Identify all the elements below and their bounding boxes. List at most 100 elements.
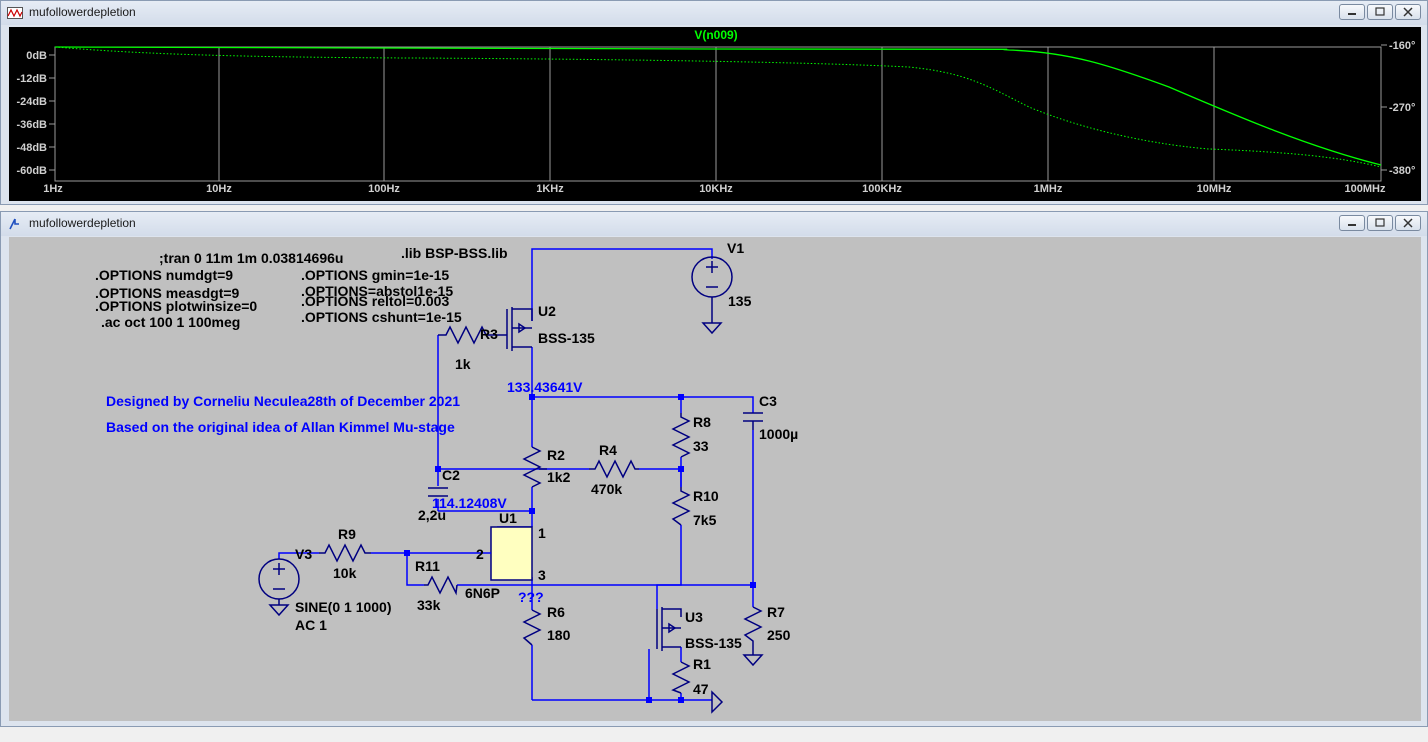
magnitude-trace[interactable] — [54, 46, 1382, 166]
component-name[interactable]: R8 — [693, 414, 711, 430]
close-button[interactable] — [1395, 4, 1421, 20]
component-value[interactable]: BSS-135 — [685, 635, 742, 651]
phase-trace[interactable] — [54, 46, 1382, 168]
output-port-arrow[interactable] — [711, 690, 724, 714]
node-voltage-label[interactable]: 133.43641V — [507, 379, 583, 395]
component-value[interactable]: 2,2u — [418, 507, 446, 523]
component-value[interactable]: 180 — [547, 627, 571, 643]
y-tick-label: -48dB — [16, 142, 47, 154]
component-value[interactable]: 250 — [767, 627, 791, 643]
spice-directive[interactable]: .OPTIONS reltol=0.003 — [301, 293, 449, 309]
component-value[interactable]: 1000µ — [759, 426, 798, 442]
node-voltage-label[interactable]: ??? — [518, 589, 544, 605]
component-value[interactable]: 33 — [693, 438, 709, 454]
resistor-r10[interactable] — [671, 487, 691, 526]
spice-directive[interactable]: .lib BSP-BSS.lib — [401, 245, 508, 261]
plot-titlebar[interactable]: mufollowerdepletion — [1, 1, 1427, 25]
capacitor-c2[interactable] — [428, 487, 448, 497]
spice-directive[interactable]: .OPTIONS gmin=1e-15 — [301, 267, 449, 283]
component-value[interactable]: 10k — [333, 565, 357, 581]
spice-directive[interactable]: .OPTIONS plotwinsize=0 — [95, 298, 257, 314]
component-value[interactable]: BSS-135 — [538, 330, 595, 346]
spice-directive[interactable]: .OPTIONS numdgt=9 — [95, 267, 233, 283]
mosfet-u2[interactable] — [503, 307, 533, 351]
y-tick-label: 0dB — [26, 50, 47, 62]
minimize-button[interactable] — [1339, 4, 1365, 20]
spice-directive[interactable]: ;tran 0 11m 1m 0.03814696u — [159, 250, 343, 266]
bode-plot-area[interactable]: V(n009) 0dB -12dB -24dB -36dB -48dB -60d… — [9, 27, 1421, 201]
component-name[interactable]: R10 — [693, 488, 719, 504]
resistor-r8[interactable] — [671, 413, 691, 458]
component-name[interactable]: R2 — [547, 447, 565, 463]
component-name[interactable]: R7 — [767, 604, 785, 620]
designer-comment[interactable]: Designed by Corneliu Neculea28th of Dece… — [106, 393, 460, 409]
resistor-r11[interactable] — [424, 575, 458, 596]
component-name[interactable]: R4 — [599, 442, 617, 458]
component-value[interactable]: 1k2 — [547, 469, 571, 485]
component-name[interactable]: R6 — [547, 604, 565, 620]
origin-comment[interactable]: Based on the original idea of Allan Kimm… — [106, 419, 455, 435]
component-value[interactable]: 7k5 — [693, 512, 717, 528]
component-name[interactable]: V3 — [295, 546, 312, 562]
component-value[interactable]: 135 — [728, 293, 752, 309]
restore-icon — [1375, 7, 1385, 16]
x-tick-label: 10KHz — [699, 183, 733, 195]
spice-directive[interactable]: .OPTIONS cshunt=1e-15 — [301, 309, 462, 325]
resistor-r3[interactable] — [438, 325, 503, 345]
component-name[interactable]: U2 — [538, 303, 556, 319]
component-name[interactable]: U3 — [685, 609, 703, 625]
component-name[interactable]: R3 — [480, 326, 498, 342]
resistor-r7[interactable] — [742, 606, 764, 667]
waveform-app-icon — [7, 7, 23, 19]
triode-pin-label: 2 — [476, 546, 484, 562]
component-value[interactable]: 33k — [417, 597, 441, 613]
schematic-canvas[interactable]: ;tran 0 11m 1m 0.03814696u .OPTIONS numd… — [9, 237, 1421, 721]
phase-tick-label: -160° — [1389, 40, 1415, 52]
resistor-r9[interactable] — [319, 543, 371, 563]
component-value[interactable]: SINE(0 1 1000) — [295, 599, 392, 615]
spice-directive[interactable]: .OPTIONS measdgt=9 — [95, 285, 240, 301]
mosfet-u3[interactable] — [656, 607, 682, 651]
component-name[interactable]: R9 — [338, 526, 356, 542]
x-tick-label: 100MHz — [1345, 183, 1386, 195]
close-button[interactable] — [1395, 215, 1421, 231]
potentiometer-r2[interactable] — [522, 446, 547, 488]
schematic-titlebar[interactable]: mufollowerdepletion — [1, 212, 1427, 236]
component-name[interactable]: C2 — [442, 467, 460, 483]
resistor-r6[interactable] — [522, 609, 542, 646]
phase-tick-label: -270° — [1389, 102, 1415, 114]
component-name[interactable]: C3 — [759, 393, 777, 409]
spice-directive[interactable]: .ac oct 100 1 100meg — [101, 314, 240, 330]
voltage-source-v1[interactable] — [691, 256, 733, 335]
schematic-app-icon — [9, 218, 19, 230]
triode-u1-body[interactable] — [490, 526, 533, 581]
x-tick-label: 1KHz — [536, 183, 564, 195]
component-value[interactable]: 1k — [455, 356, 471, 372]
voltage-source-v3[interactable] — [258, 558, 300, 617]
resistor-r1[interactable] — [671, 661, 691, 694]
component-name[interactable]: V1 — [727, 240, 744, 256]
node-voltage-label[interactable]: 114.12408V — [432, 495, 507, 511]
component-name[interactable]: R1 — [693, 656, 711, 672]
capacitor-c3[interactable] — [743, 412, 763, 430]
plot-frame — [54, 46, 1382, 182]
bode-plot-svg[interactable]: V(n009) 0dB -12dB -24dB -36dB -48dB -60d… — [9, 27, 1421, 201]
plot-window[interactable]: mufollowerdepletion — [0, 0, 1428, 205]
component-name[interactable]: U1 — [499, 510, 517, 526]
component-value[interactable]: 470k — [591, 481, 622, 497]
component-name[interactable]: R11 — [415, 558, 440, 574]
close-icon — [1403, 218, 1413, 228]
plot-window-title: mufollowerdepletion — [29, 5, 136, 19]
spice-directive[interactable]: .OPTIONS=abstol1e-15 — [301, 283, 453, 299]
minimize-button[interactable] — [1339, 215, 1365, 231]
component-value[interactable]: 47 — [693, 681, 709, 697]
restore-button[interactable] — [1367, 4, 1393, 20]
component-value[interactable]: AC 1 — [295, 617, 327, 633]
schematic-window[interactable]: mufollowerdepletion ;tran 0 11m 1m 0.038… — [0, 211, 1428, 727]
resistor-r4[interactable] — [589, 459, 639, 479]
trace-name[interactable]: V(n009) — [694, 28, 737, 42]
component-value[interactable]: 6N6P — [465, 585, 500, 601]
schematic-svg[interactable]: ;tran 0 11m 1m 0.03814696u .OPTIONS numd… — [9, 237, 1421, 721]
x-tick-label: 10Hz — [206, 183, 232, 195]
restore-button[interactable] — [1367, 215, 1393, 231]
